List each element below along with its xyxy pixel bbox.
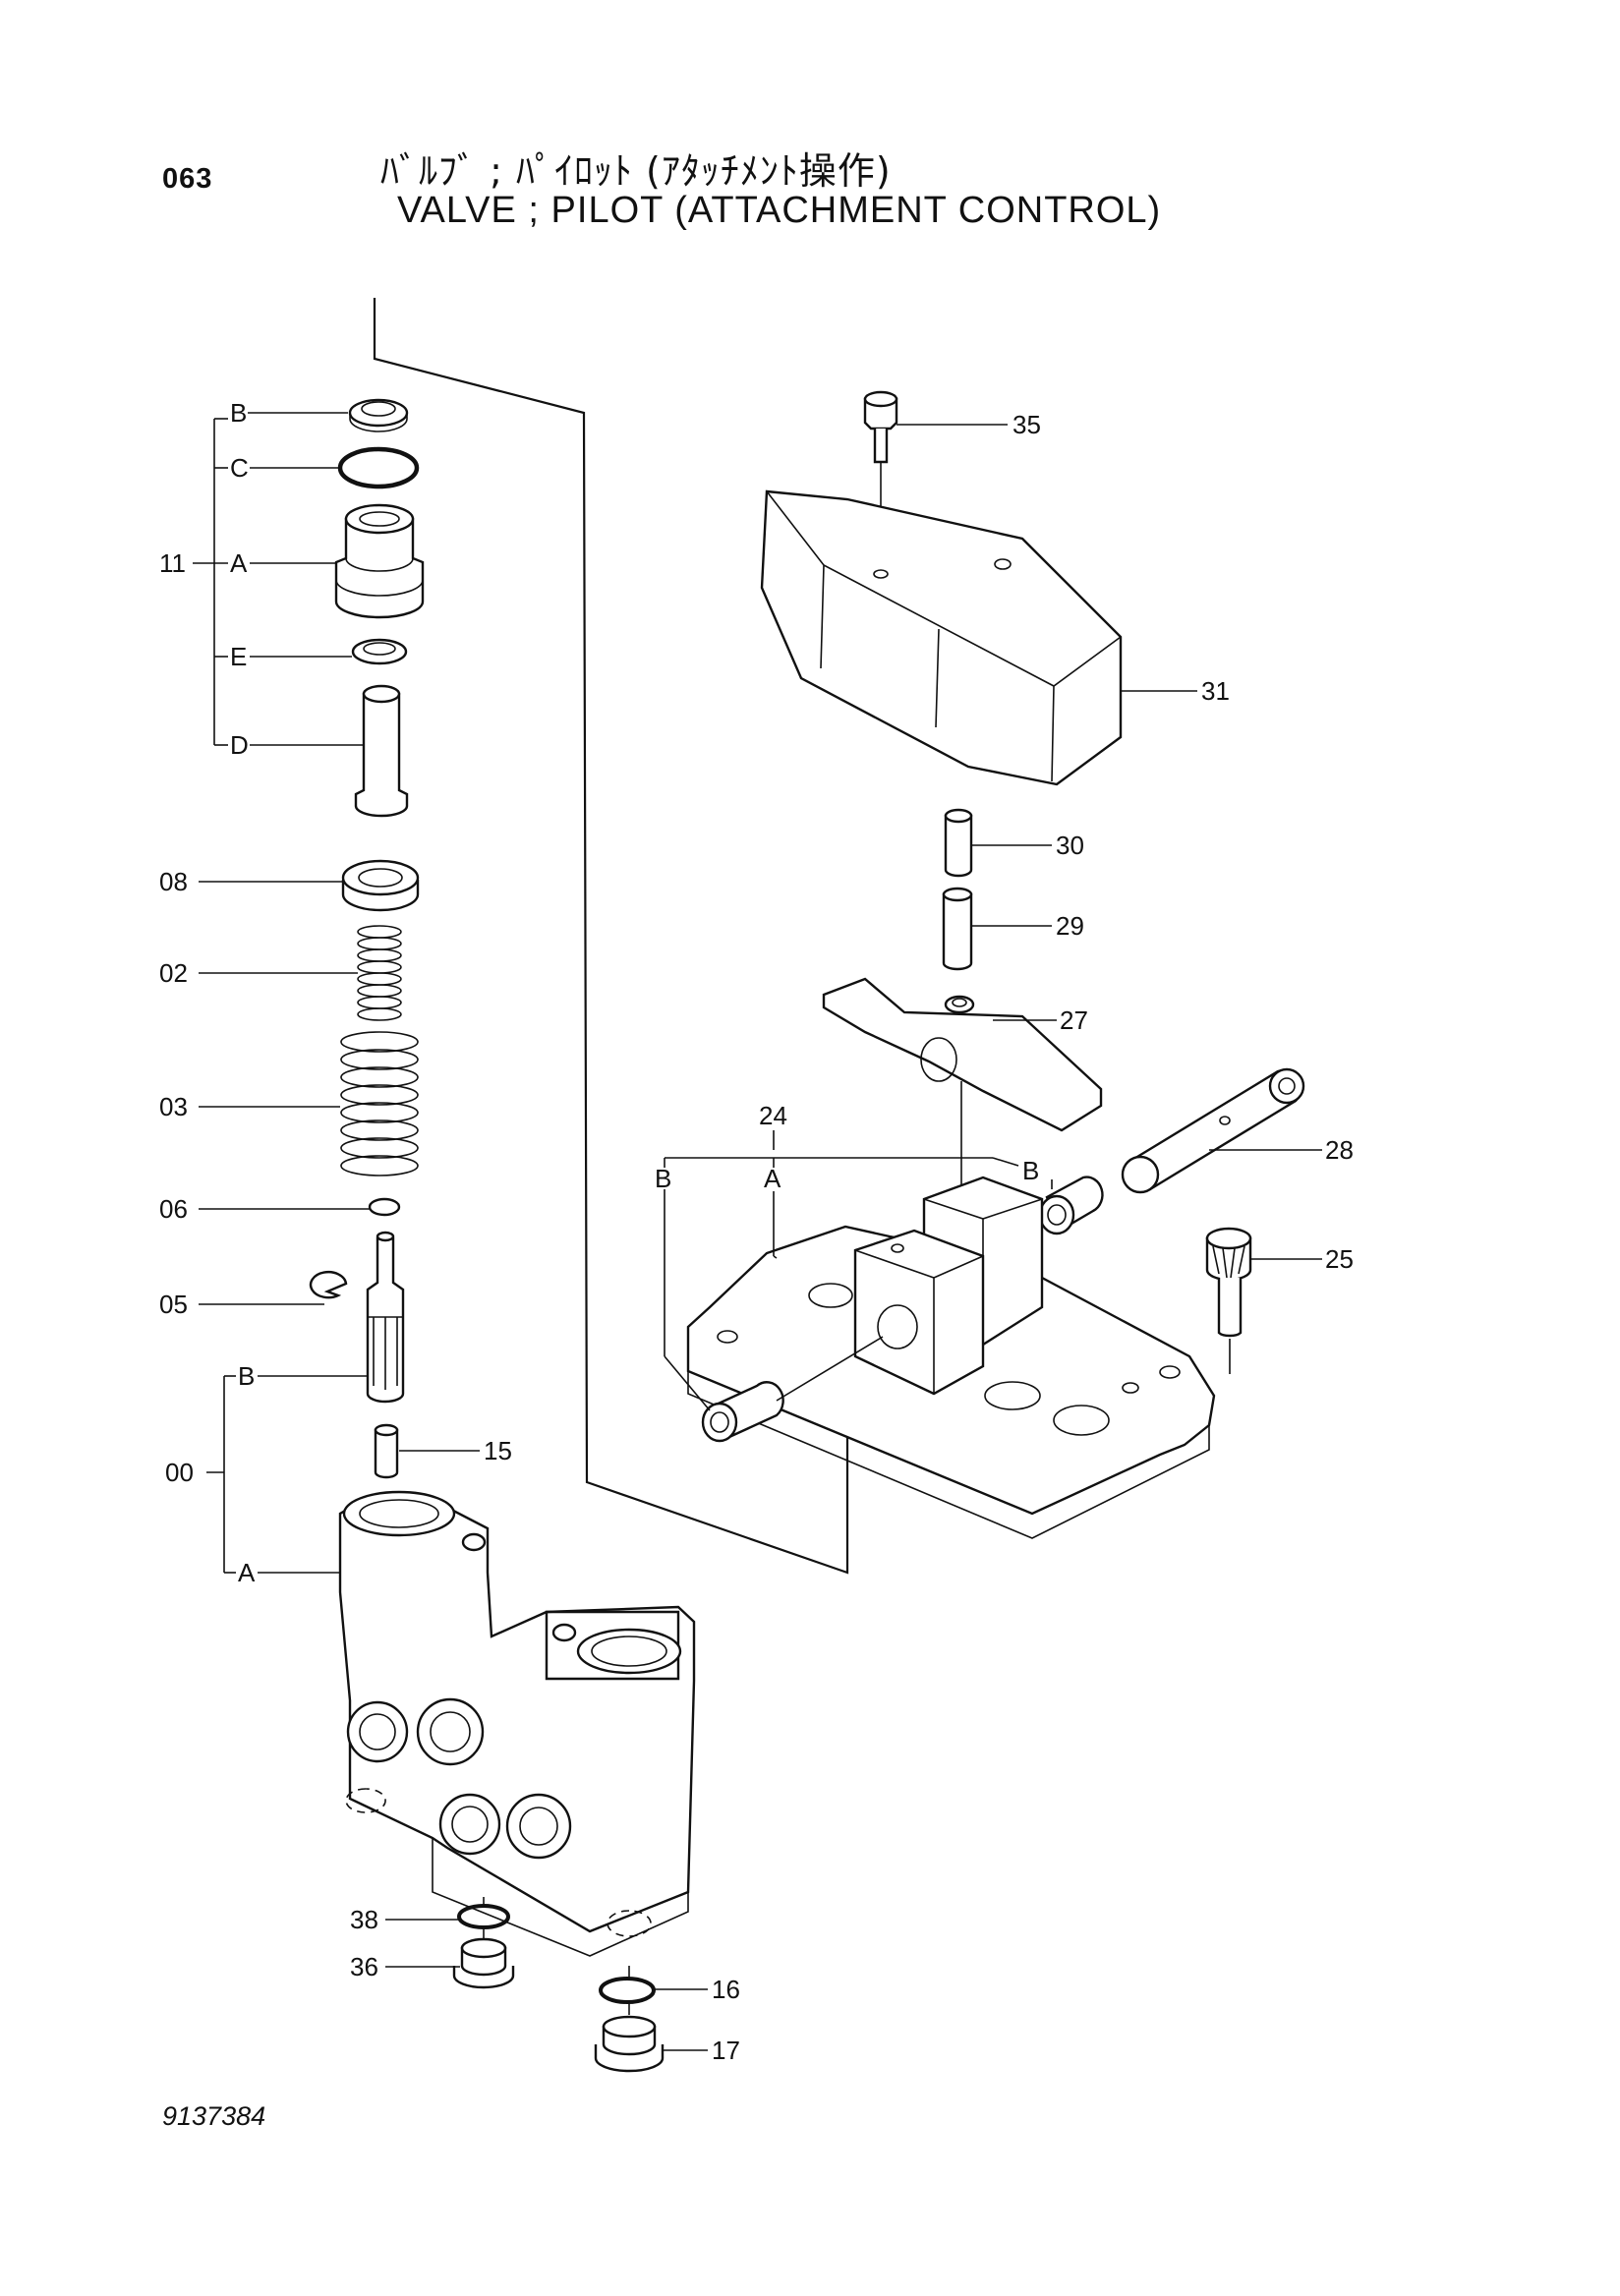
callout-11-b: B — [230, 398, 247, 428]
part-05-clip — [309, 1270, 348, 1299]
part-24-b-bushing-right — [1038, 1176, 1104, 1235]
part-11-d-spool — [354, 684, 409, 818]
callout-17: 17 — [712, 2036, 740, 2065]
callout-03: 03 — [159, 1092, 188, 1121]
callout-11-c: C — [230, 453, 249, 483]
callout-24-b-right: B — [1022, 1156, 1039, 1185]
callout-11-e: E — [230, 642, 247, 671]
callout-00-a: A — [238, 1558, 256, 1587]
callout-00: 00 — [165, 1458, 194, 1487]
callout-29: 29 — [1056, 911, 1084, 941]
callout-24-a: A — [764, 1164, 781, 1193]
callout-00-b: B — [238, 1361, 255, 1391]
part-30-sleeve — [944, 808, 973, 878]
callout-28: 28 — [1325, 1135, 1354, 1165]
part-11-a-plug — [334, 503, 425, 619]
part-00-b-pusher — [366, 1231, 405, 1404]
part-29-sleeve — [942, 887, 973, 971]
callout-06: 06 — [159, 1194, 188, 1224]
part-15-pin — [374, 1423, 399, 1479]
callout-35: 35 — [1012, 410, 1041, 439]
part-36-plug — [452, 1937, 515, 1989]
callout-15: 15 — [484, 1436, 512, 1465]
title-english: VALVE ; PILOT (ATTACHMENT CONTROL) — [397, 190, 1162, 231]
part-31-cover — [760, 489, 1123, 786]
callout-05: 05 — [159, 1290, 188, 1319]
part-27-lever — [822, 977, 1103, 1246]
callout-30: 30 — [1056, 831, 1084, 860]
part-02-inner-spring — [357, 925, 402, 1021]
callout-11-a: A — [230, 548, 248, 578]
callout-38: 38 — [350, 1905, 378, 1934]
assembly-path-line — [373, 298, 849, 1575]
document-number: 9137384 — [162, 2101, 266, 2131]
callout-31: 31 — [1201, 676, 1230, 706]
callout-11-d: D — [230, 730, 249, 760]
part-38-oring — [457, 1904, 510, 1929]
part-16-oring — [599, 1977, 656, 2004]
part-11-b-seal — [348, 398, 409, 432]
callout-25: 25 — [1325, 1244, 1354, 1274]
callout-24-b-left: B — [655, 1164, 671, 1193]
callout-16: 16 — [712, 1975, 740, 2004]
callout-02: 02 — [159, 958, 188, 988]
page-number: 063 — [162, 163, 213, 195]
part-11-c-oring — [337, 446, 420, 489]
callout-36: 36 — [350, 1952, 378, 1981]
callout-08: 08 — [159, 867, 188, 896]
leader-lines — [193, 412, 1322, 2051]
callout-24: 24 — [759, 1101, 787, 1130]
part-24-b-bushing-left — [701, 1336, 884, 1443]
callout-11: 11 — [159, 548, 186, 578]
callout-27: 27 — [1060, 1005, 1088, 1035]
part-24-a-base-plate — [686, 1176, 1216, 1539]
part-08-spring-seat — [341, 859, 420, 912]
part-03-outer-spring — [340, 1031, 419, 1177]
title-japanese: ﾊﾞﾙﾌﾞ ; ﾊﾟｲﾛｯﾄ (ｱﾀｯﾁﾒﾝﾄ操作) — [380, 149, 892, 193]
part-17-plug — [594, 2015, 665, 2073]
part-28-pin — [1121, 1067, 1305, 1194]
part-00-a-valve-body — [338, 1490, 696, 1957]
part-25-bolt — [1205, 1227, 1252, 1374]
part-06-washer — [368, 1197, 401, 1217]
part-11-e-seal — [351, 638, 408, 665]
